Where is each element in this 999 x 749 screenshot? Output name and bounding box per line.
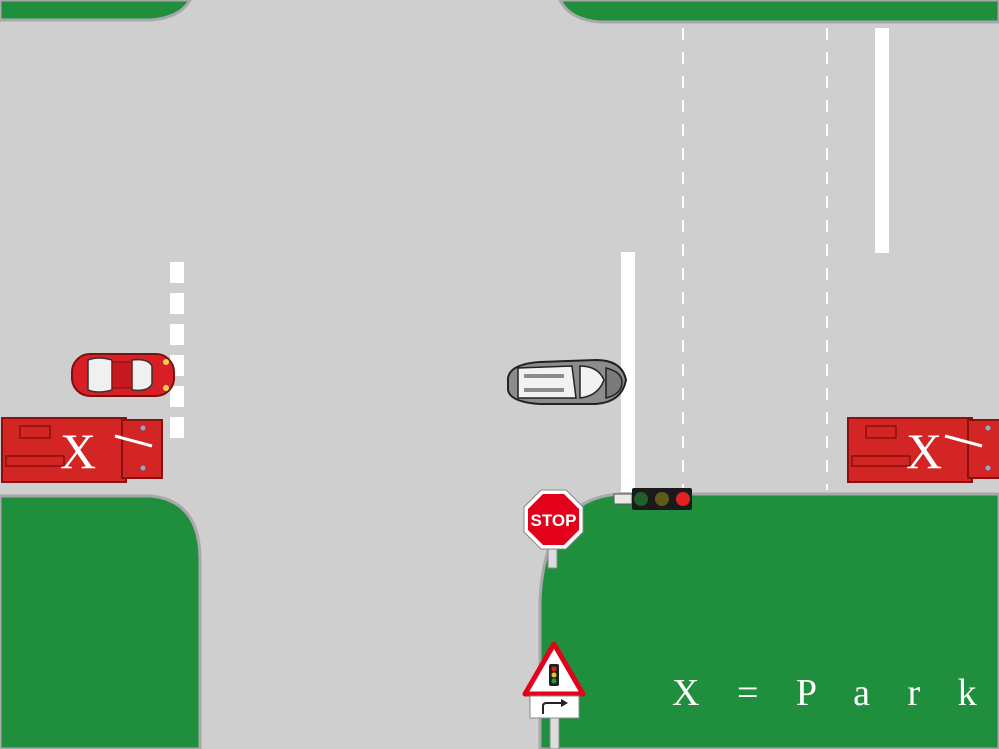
legend-text: X = P a r k e n d [672,672,999,714]
traffic-light-amber [655,492,669,506]
fire-truck-left-x: X [60,423,96,479]
traffic-light [613,488,692,510]
traffic-light-red [676,492,690,506]
fire-truck-right-x: X [906,423,942,479]
fire-truck-right: X [847,417,999,483]
stop-sign: STOP [523,489,584,569]
stop-line [621,252,635,492]
grass-bottom-left [0,494,202,749]
grass-top-left [0,0,192,22]
fire-truck-left: X [1,417,163,483]
right-turn-arrow-icon [529,695,580,719]
traffic-light-green [634,492,648,506]
red-car [71,353,175,397]
yield-line-left [170,262,184,438]
stop-sign-label: STOP [531,511,577,530]
grass-top-right [558,0,999,24]
grey-suv [507,358,628,405]
lane-solid-right [875,28,889,253]
